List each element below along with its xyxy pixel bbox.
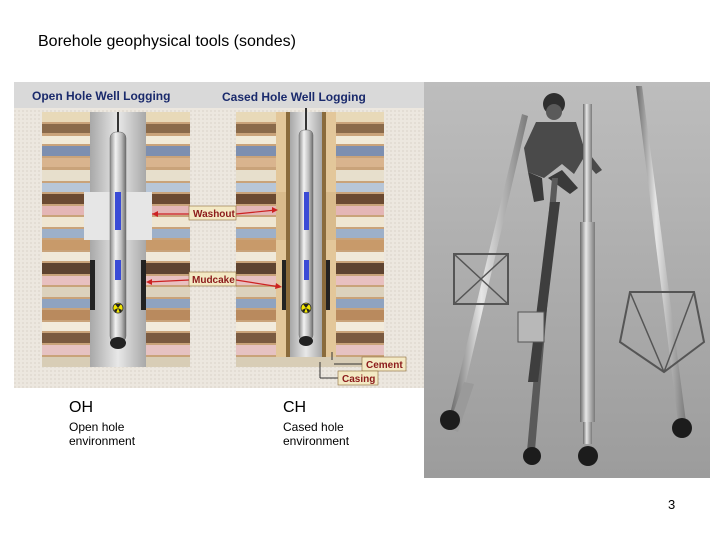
- ch-caption-heading: CH: [283, 399, 307, 416]
- logging-tools-photo: [424, 82, 710, 478]
- oh-caption-text: Open hole environment: [69, 420, 159, 448]
- logging-tool-2: [517, 178, 560, 465]
- washout-callout: Washout: [152, 205, 278, 221]
- mudcake-label: Mudcake: [192, 275, 235, 286]
- oh-caption-heading: OH: [69, 399, 93, 416]
- ch-caption-line1: Cased hole: [283, 420, 344, 434]
- logging-tool-3: [578, 104, 598, 466]
- cased-hole-title: Cased Hole Well Logging: [222, 90, 366, 104]
- page-number: 3: [668, 497, 676, 512]
- ch-caption-line2: environment: [283, 434, 350, 448]
- oh-caption-line2: environment: [69, 434, 136, 448]
- cement-callout: Cement: [331, 352, 407, 372]
- casing-label: Casing: [342, 374, 375, 385]
- diagram-header: [14, 82, 424, 108]
- mudcake-callout: Mudcake: [146, 271, 282, 289]
- oh-caption-line1: Open hole: [69, 420, 125, 434]
- open-hole-title: Open Hole Well Logging: [32, 89, 170, 103]
- slide-title: Borehole geophysical tools (sondes): [38, 33, 296, 50]
- borehole-diagram: Open Hole Well Logging Cased Hole Well L…: [14, 82, 424, 388]
- ch-caption-text: Cased hole environment: [283, 420, 373, 448]
- casing-callout: Casing: [319, 362, 379, 386]
- worker-figure: [524, 93, 602, 202]
- logging-tool-4: [618, 86, 706, 438]
- washout-label: Washout: [193, 209, 236, 220]
- open-hole-sonde: [109, 112, 127, 349]
- cement-label: Cement: [366, 360, 403, 371]
- logging-tool-1: [440, 114, 528, 432]
- cased-hole-sonde: [298, 108, 314, 346]
